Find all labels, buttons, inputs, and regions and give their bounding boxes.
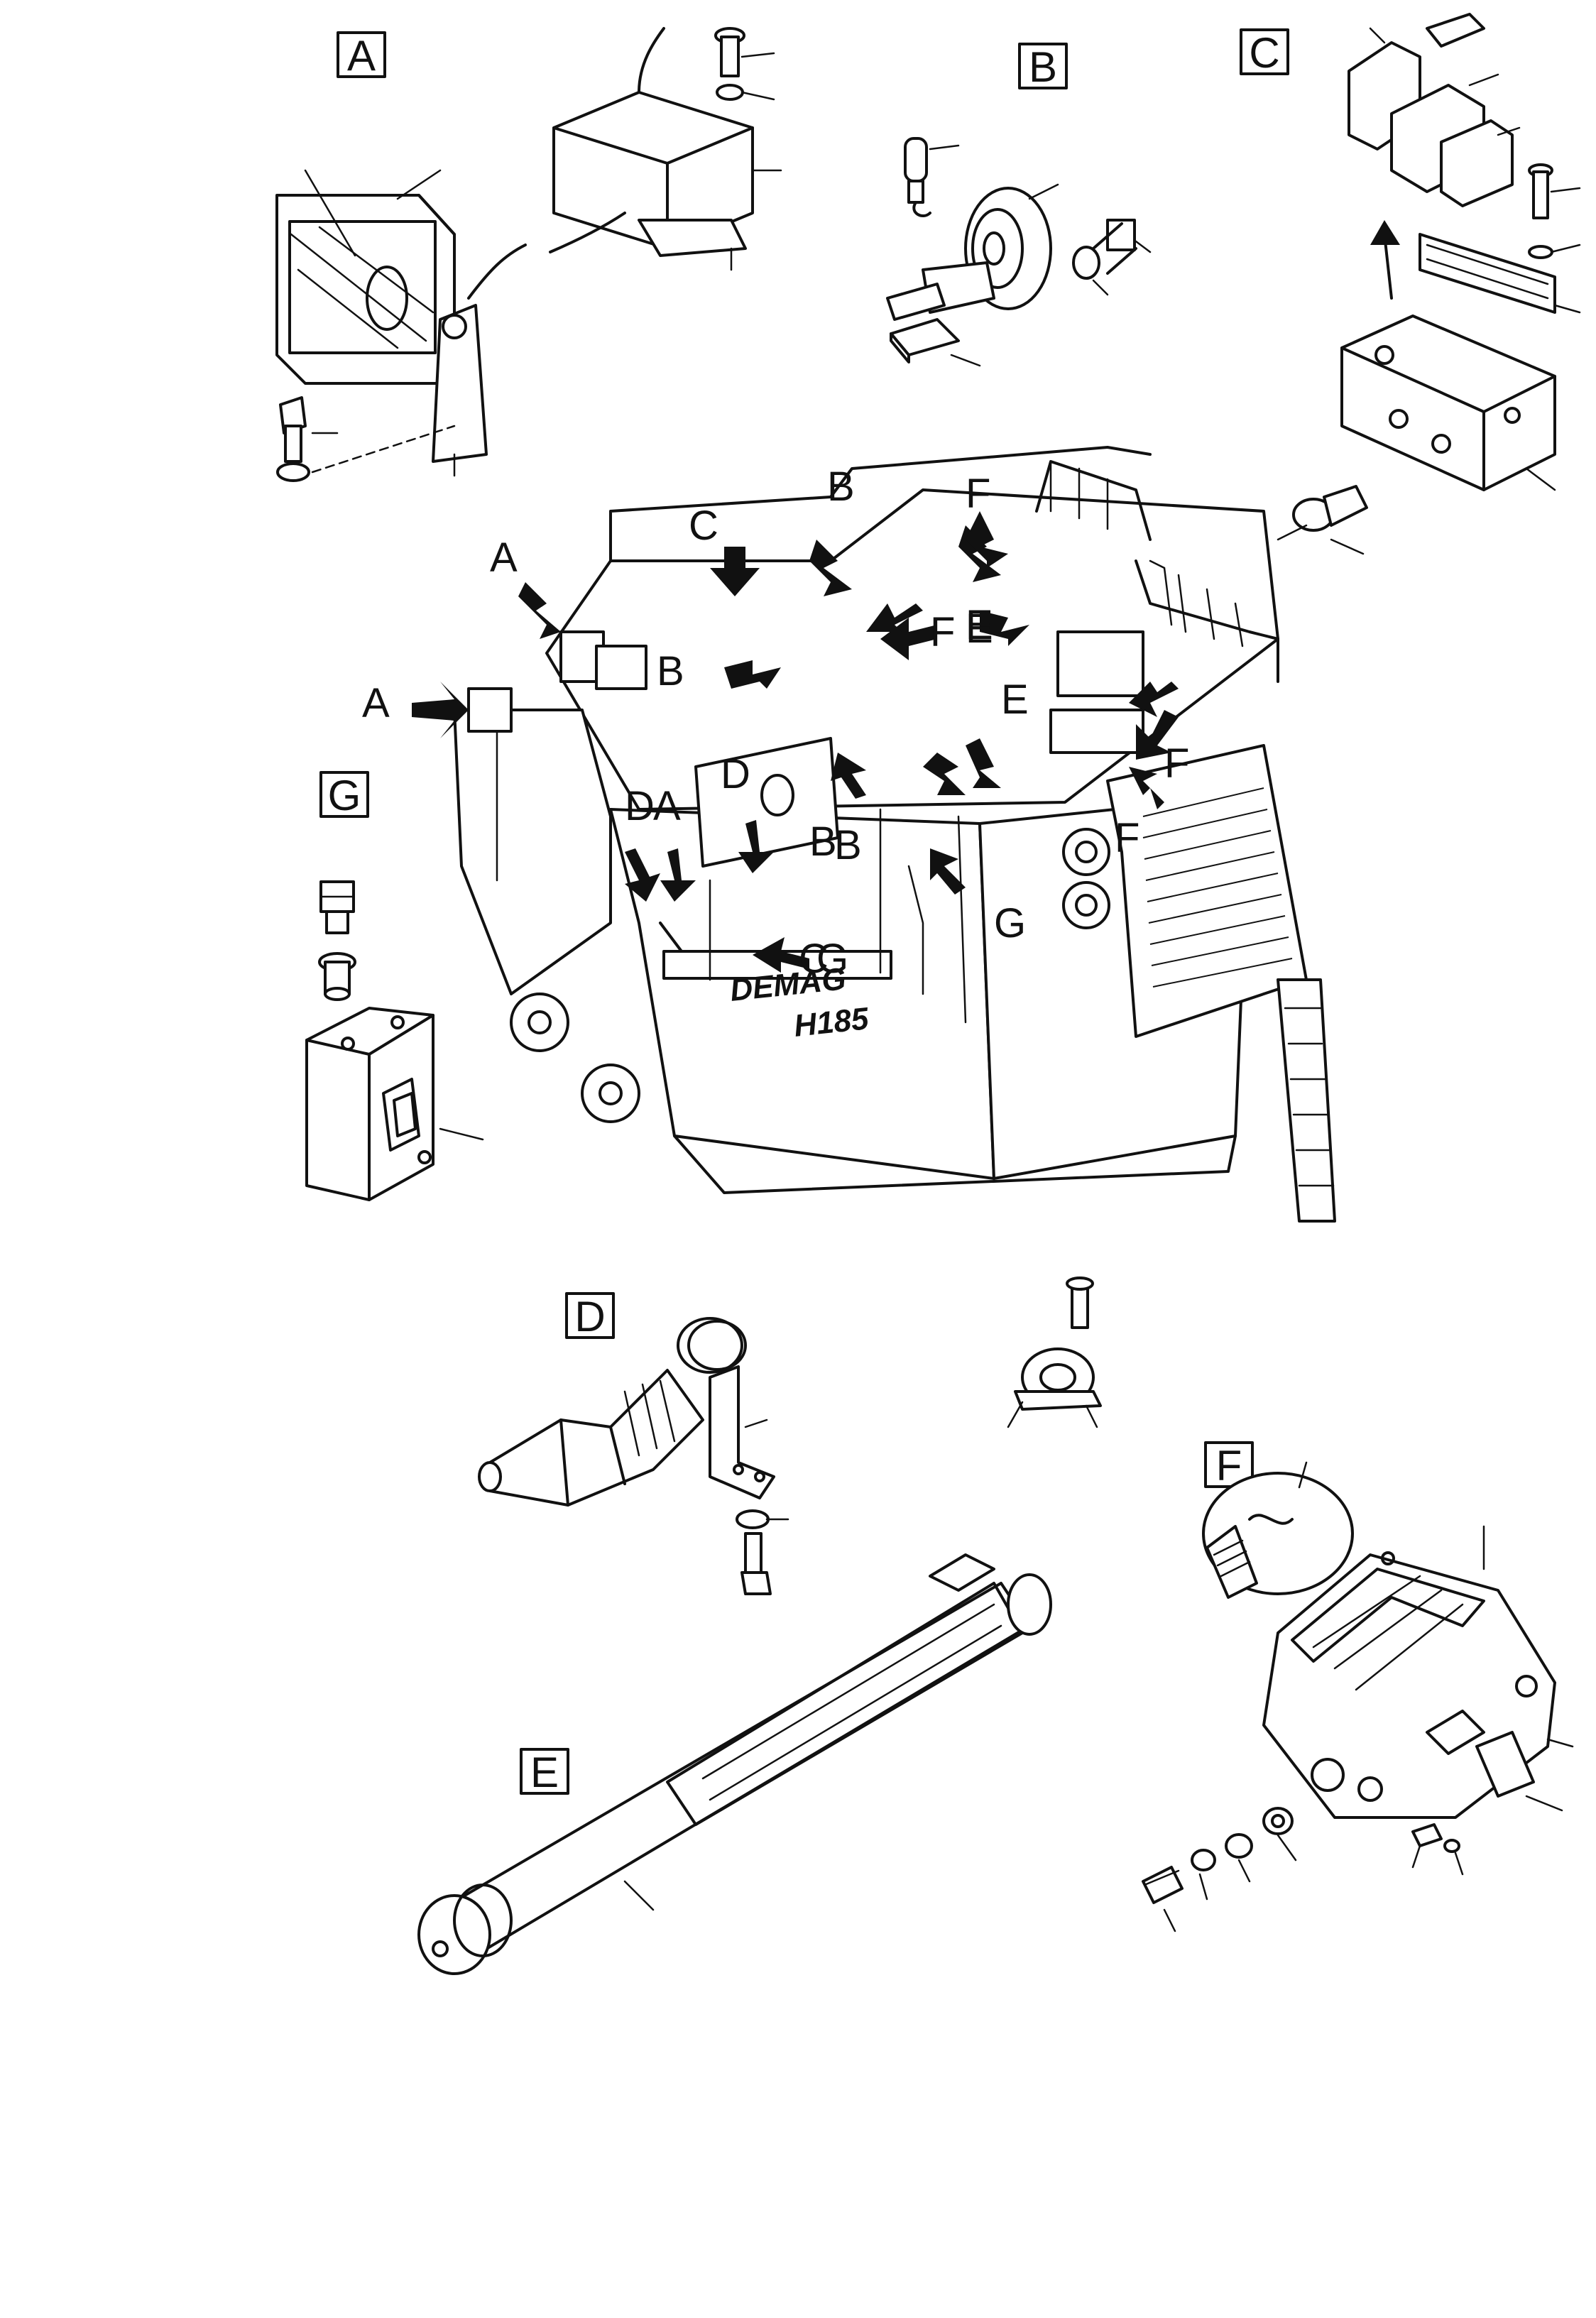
terminal-screw — [1528, 163, 1581, 259]
lamp-bulb — [904, 137, 960, 217]
svg-text:C: C — [1249, 29, 1279, 77]
svg-text:A: A — [490, 535, 518, 581]
vent-grille — [1142, 787, 1293, 988]
section-label-c: C — [1240, 28, 1289, 77]
fastener-set — [1142, 1807, 1464, 1932]
svg-text:B: B — [1029, 43, 1057, 91]
din-rail — [1419, 233, 1581, 314]
svg-text:C: C — [689, 503, 718, 549]
svg-text:E: E — [1001, 677, 1029, 723]
socket-connector — [478, 1369, 704, 1507]
section-label-e: E — [520, 1748, 569, 1796]
svg-text:D: D — [625, 783, 655, 829]
machine-body: DEMAG H185 — [453, 446, 1336, 1223]
clamp-bolt — [736, 1509, 789, 1595]
svg-text:D: D — [721, 751, 750, 797]
svg-text:A: A — [347, 32, 376, 80]
bulkhead-housing — [1262, 1525, 1574, 1819]
svg-text:G: G — [816, 936, 848, 982]
svg-text:F: F — [1164, 740, 1189, 787]
svg-text:G: G — [328, 772, 361, 819]
cable-gland — [1277, 485, 1368, 555]
svg-text:B: B — [834, 822, 862, 868]
switch-box — [305, 880, 484, 1201]
terminal-block-parts — [1348, 13, 1521, 207]
floodlight-bolt — [276, 396, 456, 482]
lamp-bulb-f — [1202, 1461, 1354, 1599]
svg-text:E: E — [966, 606, 993, 652]
cable-clip — [1007, 1276, 1102, 1428]
svg-text:B: B — [657, 648, 684, 694]
transformer-box — [549, 27, 782, 271]
transformer-bolt — [714, 27, 775, 101]
svg-text:E: E — [966, 602, 993, 648]
pipe-clamp — [677, 1317, 775, 1499]
section-label-d: D — [565, 1292, 615, 1340]
assembly-arrow — [1370, 220, 1400, 300]
callout-arrows — [412, 511, 1179, 973]
horn-screw — [1072, 219, 1152, 296]
svg-text:G: G — [994, 900, 1026, 946]
svg-text:B: B — [809, 819, 837, 865]
svg-text:A: A — [362, 680, 390, 726]
junction-box — [1340, 315, 1556, 491]
svg-text:D: D — [574, 1293, 605, 1340]
callout-labels: A A A B B B B C C D D E E E F F F F G G — [362, 464, 1189, 982]
tube-light — [417, 1553, 1052, 1975]
floodlight-assembly — [275, 169, 527, 477]
section-label-b: B — [1018, 43, 1068, 91]
lens-block — [890, 318, 981, 367]
section-label-a: A — [337, 31, 386, 80]
svg-text:B: B — [827, 464, 855, 510]
section-label-g: G — [319, 771, 369, 819]
svg-text:F: F — [966, 471, 990, 517]
machine-model: H185 — [792, 1001, 870, 1044]
svg-text:C: C — [799, 936, 829, 982]
svg-text:F: F — [930, 609, 955, 655]
svg-text:A: A — [653, 783, 681, 829]
svg-text:E: E — [530, 1749, 559, 1796]
svg-text:F: F — [1115, 815, 1139, 861]
horn-unit — [886, 183, 1059, 321]
